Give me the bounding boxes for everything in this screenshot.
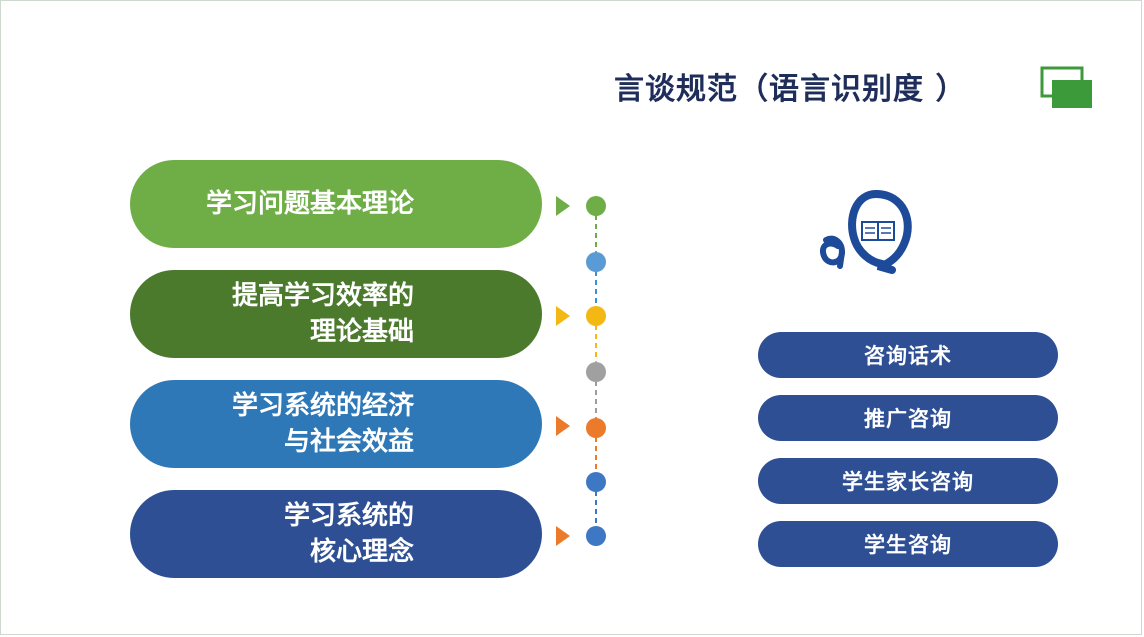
topic-label: 提高学习效率的 理论基础	[231, 281, 414, 347]
play-triangle-icon	[556, 416, 570, 436]
topic-label: 学习系统的经济 与社会效益	[231, 391, 414, 457]
topic-item-2[interactable]: 提高学习效率的 理论基础 2	[130, 270, 542, 358]
timeline-dot	[586, 252, 606, 272]
timeline-dot	[586, 526, 606, 546]
timeline-dot	[586, 362, 606, 382]
topic-item-4[interactable]: 学习系统的 核心理念 4	[130, 490, 542, 578]
window-stack-icon	[1040, 66, 1092, 108]
topic-item-3[interactable]: 学习系统的经济 与社会效益 3	[130, 380, 542, 468]
button-parent-consult[interactable]: 学生家长咨询	[758, 458, 1058, 504]
book-logo-icon	[820, 190, 912, 274]
play-triangle-icon	[556, 526, 570, 546]
page-title: 言谈规范（语言识别度 ）	[614, 72, 967, 107]
timeline-dot	[586, 196, 606, 216]
topic-item-1[interactable]: 学习问题基本理论 1	[130, 160, 542, 248]
topic-label: 学习问题基本理论	[205, 189, 414, 219]
button-consult-script[interactable]: 咨询话术	[758, 332, 1058, 378]
timeline-dot	[586, 472, 606, 492]
button-student-consult[interactable]: 学生咨询	[758, 521, 1058, 567]
play-triangle-icon	[556, 306, 570, 326]
button-promotion-consult[interactable]: 推广咨询	[758, 395, 1058, 441]
play-triangle-icon	[556, 196, 570, 216]
timeline	[556, 196, 606, 546]
timeline-dot	[586, 418, 606, 438]
topic-label: 学习系统的 核心理念	[283, 501, 414, 567]
timeline-dot	[586, 306, 606, 326]
